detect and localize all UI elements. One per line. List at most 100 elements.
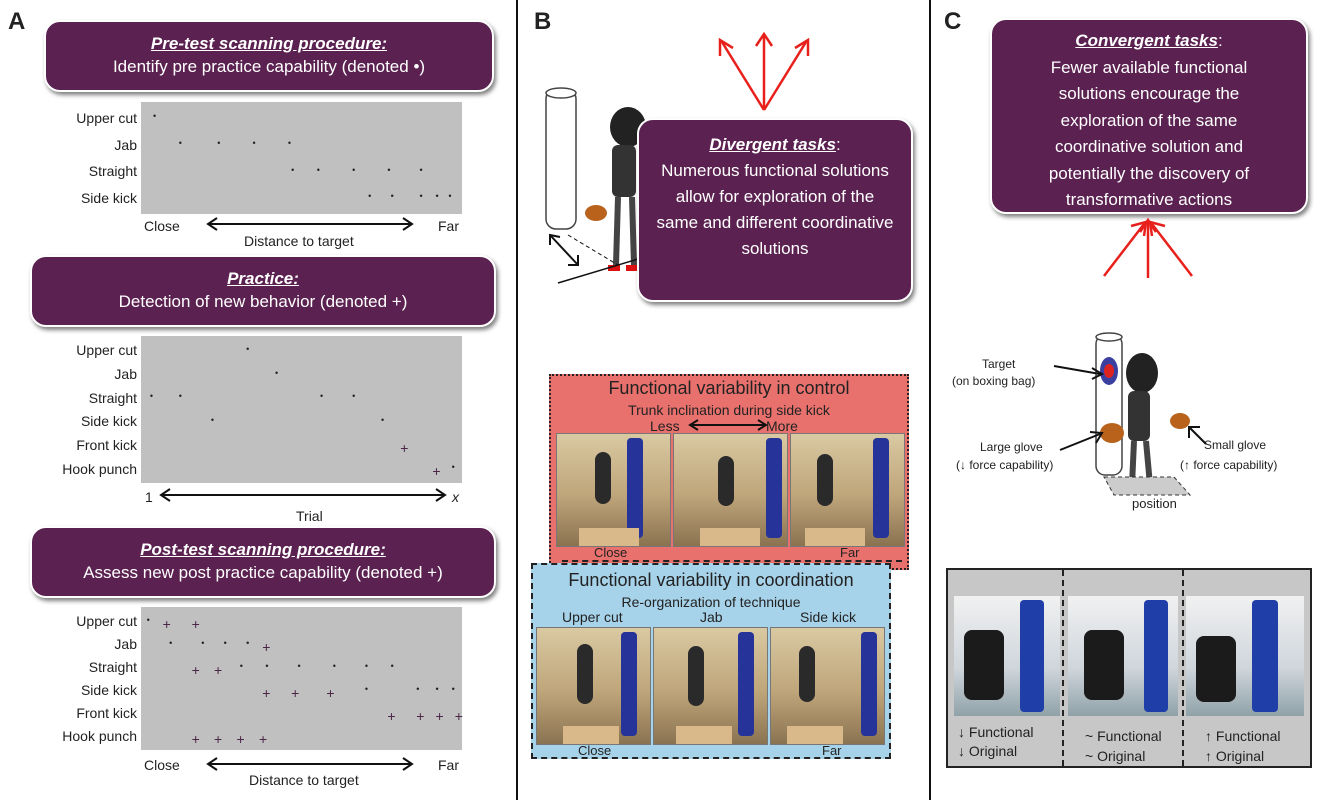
dot-marker: • (252, 138, 256, 148)
small-glove-sublabel: (↑ force capability) (1180, 458, 1278, 472)
dot-marker: • (380, 414, 385, 425)
practice-axis-arrow (159, 488, 447, 502)
dot-marker: • (265, 660, 269, 671)
plus-marker: + (236, 730, 245, 747)
plot1-row-label: Side kick (80, 190, 137, 206)
plus-marker: + (454, 707, 463, 724)
plus-marker: + (214, 730, 223, 747)
photo-2-original: ~ Original (1085, 748, 1146, 764)
plot3-row-label: Jab (114, 635, 137, 652)
dot-marker: • (201, 637, 205, 648)
plot3-row-label: Upper cut (76, 612, 137, 629)
divergent-arrows (718, 31, 810, 111)
plus-marker: + (262, 638, 271, 655)
dot-marker: • (332, 660, 336, 671)
dot-marker: • (435, 683, 439, 694)
dot-marker: • (297, 660, 301, 671)
control-close-label: Close (594, 545, 628, 560)
boxer-figure-divergent (545, 87, 663, 284)
coordination-close-label: Close (578, 743, 612, 758)
posttest-box: Post-test scanning procedure: Assess new… (30, 526, 496, 598)
divider-left (516, 0, 518, 800)
dot-marker: • (419, 191, 423, 202)
plus-marker: + (258, 730, 268, 747)
dot-marker: • (364, 683, 369, 694)
plot2-row-label: Hook punch (62, 460, 137, 477)
dot-marker: • (239, 660, 243, 671)
dot-marker: • (416, 683, 420, 694)
plot2-row-label: Upper cut (76, 342, 137, 359)
practice-box: Practice: Detection of new behavior (den… (30, 255, 496, 327)
pretest-plot (141, 102, 462, 214)
divider-right (929, 0, 931, 800)
control-subtitle: Trunk inclination during side kick (628, 402, 830, 418)
dot-marker: • (217, 138, 221, 148)
dot-marker: • (149, 391, 153, 402)
plot2-row-label: Side kick (80, 413, 137, 430)
practice-x-left: 1 (145, 489, 153, 505)
control-far-label: Far (840, 545, 860, 560)
control-distance-line (562, 560, 902, 562)
dot-marker: • (210, 414, 214, 425)
control-photo-middle (673, 433, 788, 547)
dot-marker: • (451, 683, 455, 694)
coordination-far-label: Far (822, 743, 842, 758)
convergent-photo-3 (1186, 596, 1304, 716)
posttest-title: Post-test scanning procedure: (140, 540, 386, 559)
target-pointer (1053, 365, 1105, 380)
coordination-label-jab: Jab (700, 609, 723, 625)
photo-1-original: ↓ Original (958, 743, 1018, 759)
dot-marker: • (291, 164, 295, 175)
panel-b-letter: B (534, 8, 552, 35)
divergent-title: Divergent tasks (709, 135, 836, 154)
pretest-x-right: Far (438, 218, 459, 234)
practice-body: Detection of new behavior (denoted +) (118, 292, 408, 311)
convergent-body: Fewer available functional solutions enc… (1048, 57, 1250, 210)
photo-2-functional: ~ Functional (1085, 728, 1162, 744)
dot-marker: • (390, 660, 394, 671)
coordination-subtitle: Re-organization of technique (621, 594, 801, 610)
plot1-row-label: Straight (88, 163, 137, 180)
target-label: Target (982, 357, 1016, 371)
dot-marker: • (246, 637, 250, 648)
plus-marker: + (191, 661, 200, 678)
control-title: Functional variability in control (608, 378, 850, 398)
small-glove-label: Small glove (1204, 438, 1267, 452)
dot-marker: • (246, 343, 250, 354)
boxer-figure-convergent (1095, 332, 1192, 496)
panel-c-letter: C (944, 8, 962, 35)
plot3-row-label: Side kick (80, 682, 137, 699)
target-sublabel: (on boxing bag) (952, 374, 1036, 388)
plus-marker: + (162, 615, 171, 632)
posttest-x-label: Distance to target (249, 772, 359, 788)
dot-marker: • (316, 164, 320, 175)
posttest-body: Assess new post practice capability (den… (83, 563, 443, 582)
plus-marker: + (191, 615, 200, 632)
plus-marker: + (416, 707, 425, 724)
practice-x-right: x (452, 489, 459, 505)
coordination-photo-jab (653, 627, 768, 745)
dot-marker: • (223, 637, 227, 648)
practice-title: Practice: (227, 269, 299, 288)
convergent-title: Convergent tasks (1075, 31, 1218, 50)
control-photo-close (556, 433, 671, 547)
plus-marker: + (214, 661, 223, 678)
plot2-row-label: Jab (114, 365, 137, 382)
posttest-axis-arrow (206, 757, 414, 771)
dot-marker: • (275, 367, 279, 378)
posttest-x-right: Far (438, 757, 459, 773)
control-photo-far (790, 433, 905, 547)
coordination-photo-uppercut (536, 627, 651, 745)
dot-marker: • (178, 138, 182, 148)
divergent-box: Divergent tasks: Numerous functional sol… (637, 118, 913, 302)
pretest-axis-arrow (206, 217, 414, 231)
dot-marker: • (368, 191, 372, 202)
dot-marker: • (451, 462, 455, 473)
control-more: More (766, 418, 798, 434)
plus-marker: + (291, 684, 300, 701)
dot-marker: • (435, 191, 439, 202)
dot-marker: • (419, 164, 423, 175)
position-label: position (1132, 496, 1177, 511)
pretest-title: Pre-test scanning procedure: (150, 34, 388, 53)
coordination-label-sidekick: Side kick (800, 609, 857, 625)
